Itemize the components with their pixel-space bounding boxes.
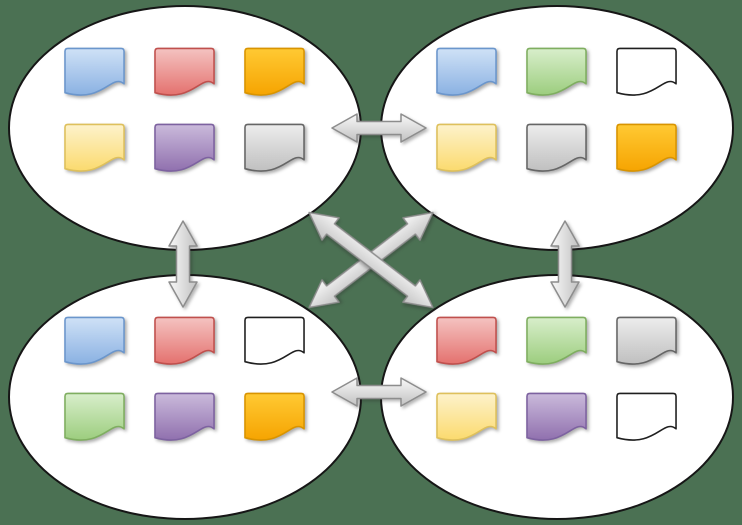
document-grid-bottom-right bbox=[436, 316, 678, 444]
double-arrow-top-horizontal-icon bbox=[331, 113, 427, 143]
cluster-bottom-right bbox=[380, 274, 734, 520]
double-arrow-left-vertical-icon bbox=[168, 220, 198, 308]
document-shape-blue bbox=[64, 316, 125, 365]
document-shape-blue bbox=[64, 47, 125, 96]
document-shape-yellow bbox=[436, 392, 497, 441]
double-arrow-bottom-horizontal-icon bbox=[331, 377, 427, 407]
document-shape-green bbox=[64, 392, 125, 441]
document-shape-orange bbox=[244, 47, 305, 96]
document-shape-white bbox=[244, 316, 305, 365]
document-shape-gray bbox=[244, 123, 305, 172]
document-shape-purple bbox=[154, 392, 215, 441]
document-shape-green bbox=[526, 47, 587, 96]
document-grid-bottom-left bbox=[64, 316, 306, 444]
document-shape-white bbox=[616, 392, 677, 441]
document-shape-orange bbox=[244, 392, 305, 441]
document-shape-red bbox=[436, 316, 497, 365]
double-arrow-right-vertical-icon bbox=[550, 220, 580, 308]
document-shape-blue bbox=[436, 47, 497, 96]
document-grid-top-left bbox=[64, 47, 306, 175]
document-shape-gray bbox=[616, 316, 677, 365]
document-shape-green bbox=[526, 316, 587, 365]
document-shape-yellow bbox=[64, 123, 125, 172]
document-shape-yellow bbox=[436, 123, 497, 172]
document-shape-red bbox=[154, 316, 215, 365]
cluster-bottom-left bbox=[8, 274, 362, 520]
document-grid-top-right bbox=[436, 47, 678, 175]
document-shape-purple bbox=[154, 123, 215, 172]
document-shape-orange bbox=[616, 123, 677, 172]
document-shape-gray bbox=[526, 123, 587, 172]
double-arrow-diagonal-descending-icon bbox=[308, 211, 434, 309]
cluster-top-left bbox=[8, 5, 362, 251]
document-shape-purple bbox=[526, 392, 587, 441]
document-shape-red bbox=[154, 47, 215, 96]
document-shape-white bbox=[616, 47, 677, 96]
